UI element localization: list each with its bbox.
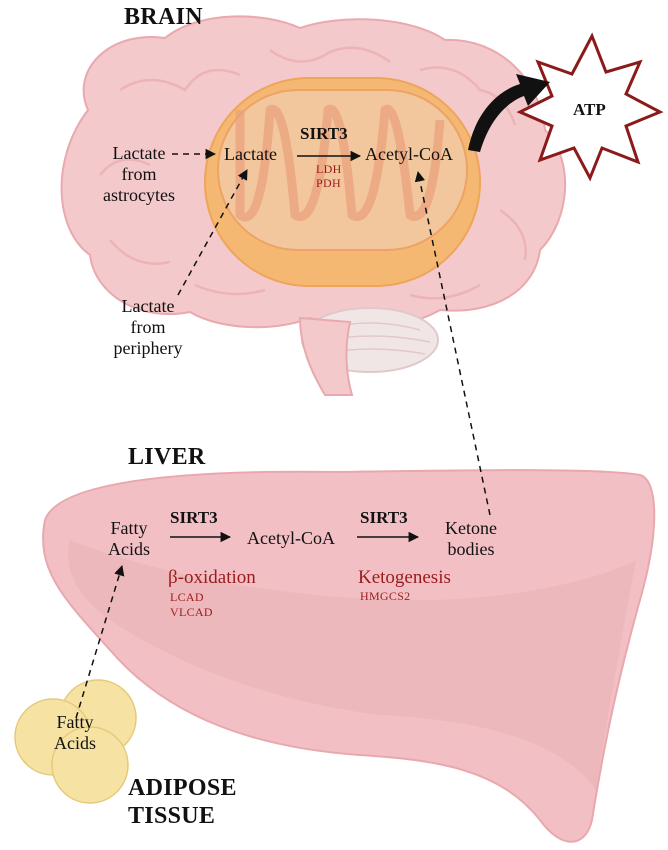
atp-arrow bbox=[468, 74, 550, 152]
line: periphery bbox=[113, 338, 183, 358]
line: Ketone bbox=[445, 518, 497, 538]
line: bodies bbox=[447, 539, 495, 559]
adipose-cells bbox=[14, 679, 137, 804]
line: Lactate bbox=[121, 296, 175, 316]
liver-title: LIVER bbox=[128, 444, 206, 470]
enzyme-ldh: LDH bbox=[316, 162, 342, 176]
liver-acetyl-coa: Acetyl-CoA bbox=[247, 528, 335, 548]
adipose-title: ADIPOSE TISSUE bbox=[128, 774, 237, 830]
ketogenesis: Ketogenesis bbox=[358, 567, 451, 588]
line: from bbox=[130, 317, 166, 337]
line: Fatty bbox=[110, 518, 148, 538]
line: TISSUE bbox=[128, 803, 216, 829]
brain-sirt3: SIRT3 bbox=[300, 124, 348, 143]
line: Lactate bbox=[112, 143, 166, 163]
beta-oxidation: β-oxidation bbox=[168, 567, 256, 588]
arrow-adipose-liver bbox=[75, 564, 125, 719]
arrow-periphery-lactate bbox=[177, 169, 248, 296]
enzyme-pdh: PDH bbox=[316, 176, 341, 190]
brain-lactate: Lactate bbox=[224, 144, 277, 164]
mitochondrion bbox=[204, 77, 481, 287]
enzyme-vlcad: VLCAD bbox=[170, 605, 213, 619]
liver-sirt3-2: SIRT3 bbox=[360, 508, 408, 527]
lactate-periphery-label: Lactate from periphery bbox=[106, 296, 190, 359]
line: Fatty bbox=[56, 712, 94, 732]
enzyme-lcad: LCAD bbox=[170, 590, 204, 604]
line: from bbox=[121, 164, 157, 184]
arrow-ketone-acetyl bbox=[414, 170, 491, 516]
line: astrocytes bbox=[103, 185, 175, 205]
brain-acetyl-coa: Acetyl-CoA bbox=[365, 144, 453, 164]
line: Acids bbox=[54, 733, 96, 753]
liver-shape bbox=[42, 469, 656, 843]
lactate-astrocytes-label: Lactate from astrocytes bbox=[96, 143, 182, 206]
enzyme-hmgcs2: HMGCS2 bbox=[360, 589, 411, 603]
ketone-bodies: Ketone bodies bbox=[440, 518, 502, 560]
liver-sirt3-1: SIRT3 bbox=[170, 508, 218, 527]
line: ADIPOSE bbox=[128, 775, 237, 801]
liver-fatty-acids: Fatty Acids bbox=[100, 518, 158, 560]
line: Acids bbox=[108, 539, 150, 559]
adipose-fatty-acids: Fatty Acids bbox=[46, 712, 104, 754]
atp-label: ATP bbox=[573, 100, 606, 119]
brain-title: BRAIN bbox=[124, 4, 203, 30]
